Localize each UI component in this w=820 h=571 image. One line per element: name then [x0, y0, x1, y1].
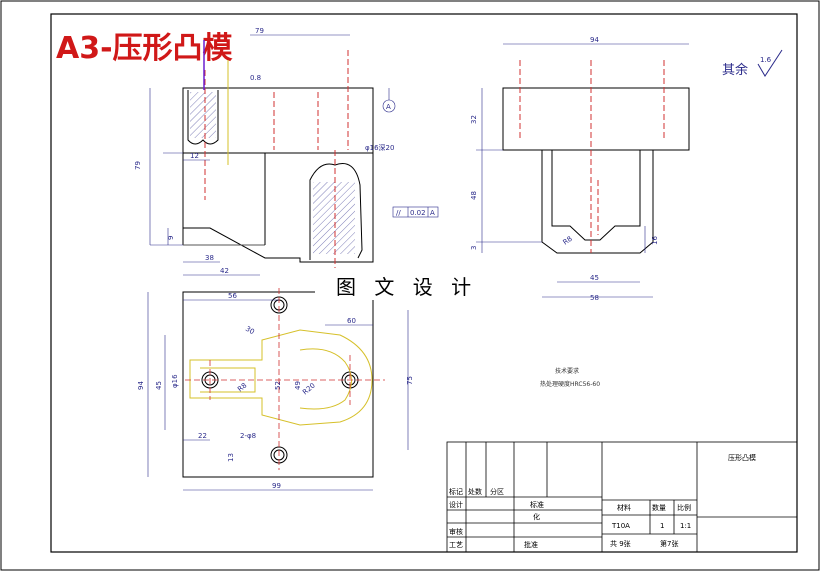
- dim-plan-52: 52: [274, 381, 282, 390]
- tolerance-symbol: //: [396, 209, 401, 217]
- tb-row-review: 审核: [449, 527, 463, 536]
- tolerance-value: 0.02: [410, 209, 426, 217]
- dim-front-0.8: 0.8: [250, 74, 261, 82]
- dim-front-79: 79: [134, 161, 142, 170]
- drawing-title: A3-压形凸模: [56, 31, 233, 66]
- roughness-symbol: [757, 49, 783, 77]
- watermark-bg: [315, 268, 487, 300]
- side-view: [502, 60, 690, 254]
- dim-side-58: 58: [590, 294, 599, 302]
- datum-label: A: [386, 103, 391, 111]
- tb-approve-label: 批准: [524, 540, 538, 549]
- dim-plan-2phi8: 2-φ8: [240, 432, 256, 440]
- dim-side-16: 16: [651, 236, 659, 245]
- inner-border: [50, 13, 798, 553]
- tb-row-mark: 标记: [449, 487, 463, 496]
- tb-sheet-no: 第7张: [660, 539, 678, 548]
- plan-view-dims: [147, 292, 409, 491]
- dim-plan-56: 56: [228, 292, 237, 300]
- dim-side-48: 48: [470, 191, 478, 200]
- dim-plan-60: 60: [347, 317, 356, 325]
- dim-plan-94: 94: [137, 381, 145, 390]
- roughness-value: 1.6: [760, 56, 772, 64]
- dim-plan-49: 49: [294, 381, 302, 390]
- tb-std-label: 标准: [530, 500, 544, 509]
- dim-front-top: 79: [255, 27, 264, 35]
- tb-part-name: 压形凸模: [728, 453, 756, 462]
- dim-front-38: 38: [205, 254, 214, 262]
- front-view-dims: [149, 34, 439, 276]
- dim-front-42: 42: [220, 267, 229, 275]
- dim-side-r8: R8: [562, 235, 574, 247]
- tb-quantity-label: 数量: [652, 503, 666, 512]
- dim-plan-45: 45: [155, 381, 163, 390]
- plan-profile: [189, 329, 373, 426]
- dim-front-9: 9: [167, 236, 175, 240]
- dim-side-45: 45: [590, 274, 599, 282]
- tb-material-label: 材料: [617, 503, 631, 512]
- notes-body: 热处理硬度HRC56-60: [540, 380, 600, 388]
- watermark: 图 文 设 计: [336, 275, 477, 299]
- tb-row-design: 设计: [449, 500, 463, 509]
- dim-side-94: 94: [590, 36, 599, 44]
- dim-side-32: 32: [470, 115, 478, 124]
- title-block: [446, 441, 798, 553]
- dim-front-thread: φ16深20: [365, 143, 394, 152]
- tb-scale-label: 比例: [677, 503, 691, 512]
- dim-side-3: 3: [470, 246, 478, 250]
- tolerance-datum: A: [430, 209, 435, 217]
- dim-plan-75: 75: [406, 376, 414, 385]
- tb-row-count: 处数: [468, 487, 482, 496]
- dim-plan-phi16: φ16: [171, 374, 179, 388]
- dim-plan-r20: R20: [301, 382, 317, 397]
- tb-row-process: 工艺: [449, 541, 463, 549]
- side-view-dims: [476, 43, 689, 298]
- dim-plan-99: 99: [272, 482, 281, 490]
- dim-plan-13: 13: [227, 453, 235, 462]
- roughness-label: 其余: [722, 62, 748, 78]
- tb-quantity: 1: [660, 522, 664, 530]
- tb-material: T10A: [611, 522, 630, 530]
- front-view: [182, 40, 374, 272]
- tb-row-zone: 分区: [490, 487, 504, 496]
- tb-scale: 1:1: [680, 522, 691, 530]
- dim-plan-30: 30: [244, 325, 256, 336]
- dim-front-12: 12: [190, 152, 199, 160]
- notes-heading: 技术要求: [555, 367, 579, 375]
- tb-sheets-total: 共 9张: [610, 539, 631, 548]
- tb-std-label-2: 化: [533, 512, 540, 521]
- dim-plan-22: 22: [198, 432, 207, 440]
- plan-centerlines: [185, 288, 385, 470]
